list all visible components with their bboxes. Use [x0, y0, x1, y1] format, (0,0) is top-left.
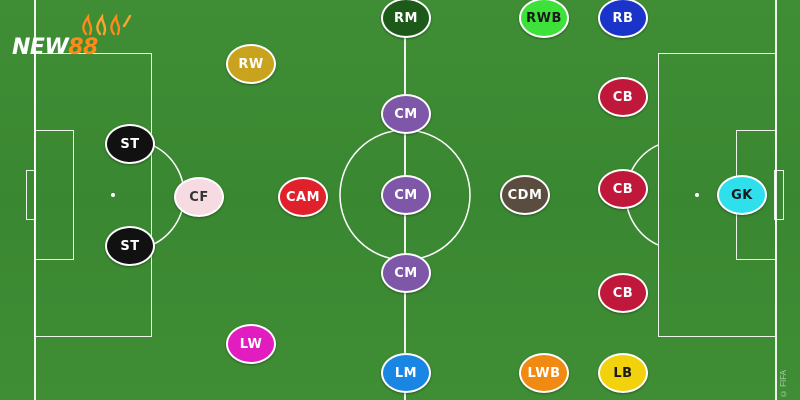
player-cm-bottom[interactable]: CM [381, 253, 431, 293]
logo-text: NEW88 [12, 35, 98, 60]
player-rm[interactable]: RM [381, 0, 431, 38]
player-rw[interactable]: RW [226, 44, 276, 84]
player-cdm[interactable]: CDM [500, 175, 550, 215]
player-lb[interactable]: LB [598, 353, 648, 393]
logo-text-new: NEW [12, 35, 69, 60]
right-goal [774, 170, 784, 220]
new88-logo: NEW88 [12, 14, 132, 64]
logo-text-88: 88 [68, 35, 98, 60]
player-lw[interactable]: LW [226, 324, 276, 364]
player-st-top[interactable]: ST [105, 124, 155, 164]
flame-icon [82, 14, 132, 36]
player-gk[interactable]: GK [717, 175, 767, 215]
player-cam[interactable]: CAM [278, 177, 328, 217]
player-st-bottom[interactable]: ST [105, 226, 155, 266]
player-cb-mid[interactable]: CB [598, 169, 648, 209]
player-cm-top[interactable]: CM [381, 94, 431, 134]
player-rb[interactable]: RB [598, 0, 648, 38]
right-penalty-spot [695, 193, 699, 197]
right-touch-line [775, 0, 777, 400]
player-cb-bottom[interactable]: CB [598, 273, 648, 313]
left-penalty-spot [111, 193, 115, 197]
left-goal [26, 170, 36, 220]
player-lwb[interactable]: LWB [519, 353, 569, 393]
player-rwb[interactable]: RWB [519, 0, 569, 38]
watermark: © FIFA [779, 369, 788, 398]
player-cf[interactable]: CF [174, 177, 224, 217]
player-cm-mid[interactable]: CM [381, 175, 431, 215]
left-touch-line [34, 0, 36, 400]
player-lm[interactable]: LM [381, 353, 431, 393]
player-cb-top[interactable]: CB [598, 77, 648, 117]
